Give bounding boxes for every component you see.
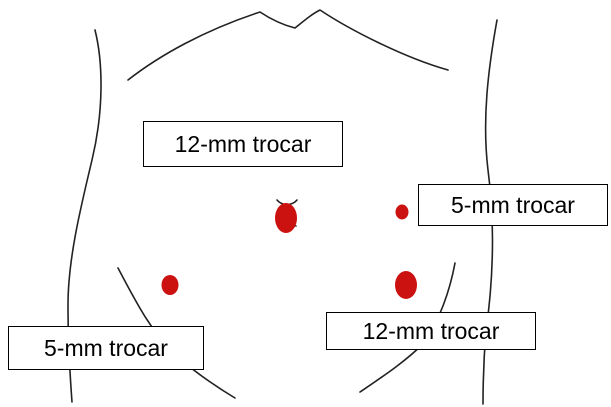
label-upper-left-text: 12-mm trocar <box>175 133 312 156</box>
label-lower-right: 12-mm trocar <box>326 312 536 350</box>
rib-margin-outline <box>128 10 448 80</box>
label-upper-right-text: 5-mm trocar <box>451 194 575 217</box>
trocar-site-upper-right <box>396 205 409 220</box>
label-upper-left: 12-mm trocar <box>143 121 343 167</box>
trocar-site-umbilical <box>275 203 297 233</box>
label-lower-right-text: 12-mm trocar <box>363 320 500 343</box>
trocar-site-lower-right <box>395 271 417 299</box>
label-lower-left-text: 5-mm trocar <box>44 337 168 360</box>
label-lower-left: 5-mm trocar <box>8 326 204 370</box>
label-upper-right: 5-mm trocar <box>418 184 608 226</box>
trocar-site-lower-left <box>162 275 179 295</box>
